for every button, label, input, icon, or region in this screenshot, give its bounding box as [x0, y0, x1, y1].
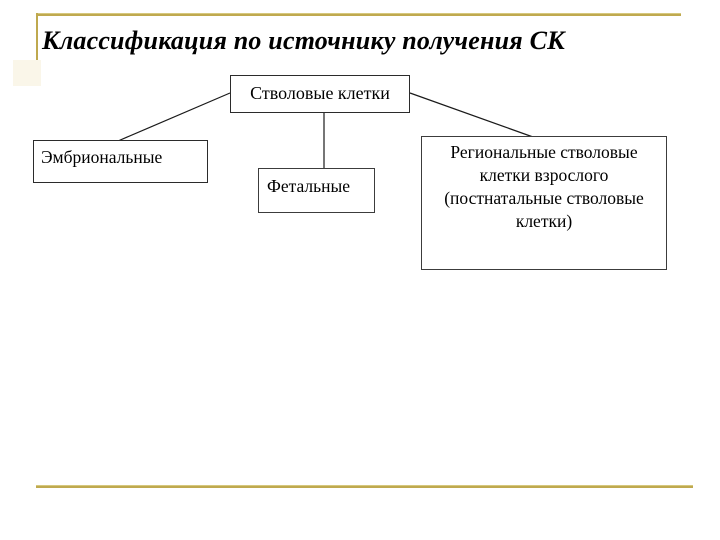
- stem-cells-box: Стволовые клетки: [230, 75, 410, 113]
- stem-cells-label: Стволовые клетки: [250, 83, 390, 103]
- top-accent-line: [36, 13, 681, 16]
- regional-label-line-4: клетки): [515, 211, 573, 231]
- fetal-box: Фетальные: [258, 168, 375, 213]
- regional-label-line-2: клетки взрослого: [479, 165, 609, 185]
- left-accent-line: [36, 13, 38, 62]
- bottom-accent-line: [36, 485, 693, 488]
- fetal-label: Фетальные: [267, 176, 350, 196]
- slide-title: Классификация по источнику получения СК: [42, 26, 565, 55]
- corner-decor-square: [13, 60, 41, 86]
- embryonic-label: Эмбриональные: [41, 147, 163, 167]
- connector-root-regional: [409, 92, 534, 138]
- regional-label-line-3: (постнатальные стволовые: [444, 188, 644, 208]
- regional-box: Региональные стволовые клетки взрослого …: [421, 136, 667, 270]
- connector-root-embryonic: [117, 92, 231, 142]
- regional-label-line-1: Региональные стволовые: [450, 142, 638, 162]
- embryonic-box: Эмбриональные: [33, 140, 208, 183]
